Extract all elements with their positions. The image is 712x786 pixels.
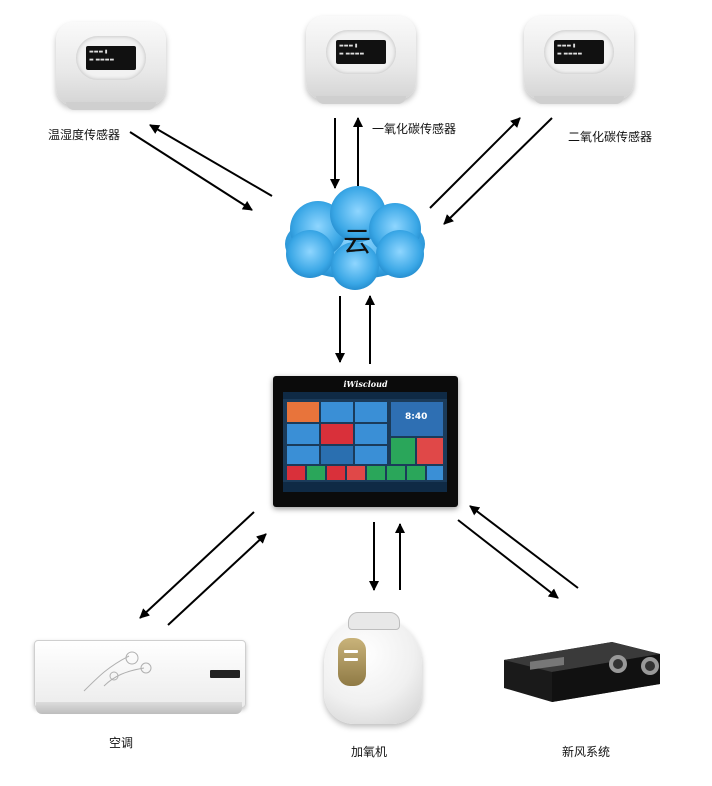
arrow-cloud-to-co2-sensor [429,117,521,209]
co2-sensor-label: 二氧化碳传感器 [568,130,653,144]
sensor-display: ▬▬▬ ▮▬ ▬▬▬▬ [86,46,136,70]
tile [417,438,443,464]
tile [427,466,443,480]
clock-tile: 8:40 [391,402,443,436]
co-sensor: ▬▬▬ ▮▬ ▬▬▬▬ [306,16,416,106]
co-sensor-label: 一氧化碳传感器 [372,122,457,136]
tile [287,446,319,464]
tile [387,466,405,480]
arrow-ac-to-controller [167,533,267,626]
temp-humidity-sensor-label: 温湿度传感器 [48,128,121,142]
fresh-air-system-image [504,642,660,702]
oxygen-concentrator-image [318,608,428,724]
tile [391,438,415,464]
arrow-co2-sensor-to-cloud [443,117,553,225]
cloud-label: 云 [343,225,372,258]
tile [347,466,365,480]
tile [321,446,353,464]
co2-sensor: ▬▬▬ ▮▬ ▬▬▬▬ [524,16,634,106]
arrow-controller-to-fresh-air [457,519,559,599]
air-conditioner-image [34,640,246,720]
tile [287,466,305,480]
sensor-display: ▬▬▬ ▮▬ ▬▬▬▬ [336,40,386,64]
fresh-air-system-label: 新风系统 [562,745,611,759]
controller-brand: iWiscloud [343,379,388,389]
tile [367,466,385,480]
ac-display [210,670,240,678]
temp-humidity-sensor: ▬▬▬ ▮▬ ▬▬▬▬ [56,22,166,112]
ac-label: 空调 [109,736,134,750]
tile [355,424,387,444]
tile [327,466,345,480]
arrow-fresh-air-to-controller [469,505,579,589]
control-panel-tablet: iWiscloud 8:40 [273,376,458,507]
arrow-controller-to-ac [139,511,255,619]
controller-screen: 8:40 [283,392,447,492]
sensor-display: ▬▬▬ ▮▬ ▬▬▬▬ [554,40,604,64]
tile [321,424,353,444]
clock-time: 8:40 [405,412,428,422]
tile [307,466,325,480]
arrow-cloud-to-temp-sensor [149,124,273,197]
tile [287,424,319,444]
tile [407,466,425,480]
arrow-temp-sensor-to-cloud [129,131,253,211]
tile [355,446,387,464]
tile [321,402,353,422]
cloud-icon [285,186,425,290]
tile [355,402,387,422]
oxygen-concentrator-label: 加氧机 [351,745,388,759]
tile [287,402,319,422]
floral-decoration [83,651,152,692]
